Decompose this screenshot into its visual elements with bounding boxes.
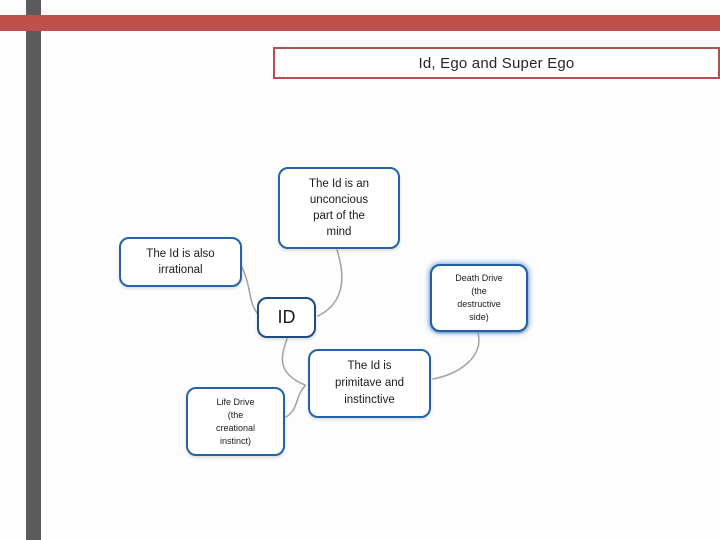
node-id-central: ID <box>257 297 316 338</box>
node-id-irrational-label: The Id is also irrational <box>146 248 215 276</box>
node-death-drive-label: Death Drive (the destructive side) <box>455 273 503 322</box>
slide-title-box: Id, Ego and Super Ego <box>273 47 720 79</box>
node-death-drive: Death Drive (the destructive side) <box>430 264 528 332</box>
connector-death-to-primitive <box>432 332 480 380</box>
connector-irrational-to-id <box>240 264 259 315</box>
node-life-drive-label: Life Drive (the creational instinct) <box>215 396 256 446</box>
node-id-central-label: ID <box>277 307 296 327</box>
connector-id-to-primitive <box>281 338 306 386</box>
connector-unconscious-to-id <box>317 249 343 317</box>
node-id-primitive: The Id is primitave and instinctive <box>308 349 431 418</box>
top-accent-bar <box>0 15 720 31</box>
connector-life-to-primitive <box>285 385 306 418</box>
node-id-irrational: The Id is also irrational <box>119 237 242 287</box>
node-id-primitive-label: The Id is primitave and instinctive <box>334 360 405 406</box>
node-life-drive: Life Drive (the creational instinct) <box>186 387 285 456</box>
left-accent-bar <box>26 0 41 540</box>
slide-title: Id, Ego and Super Ego <box>418 54 575 72</box>
node-id-unconscious-label: The Id is an unconcious part of the mind <box>308 178 370 238</box>
node-id-unconscious: The Id is an unconcious part of the mind <box>278 167 400 249</box>
